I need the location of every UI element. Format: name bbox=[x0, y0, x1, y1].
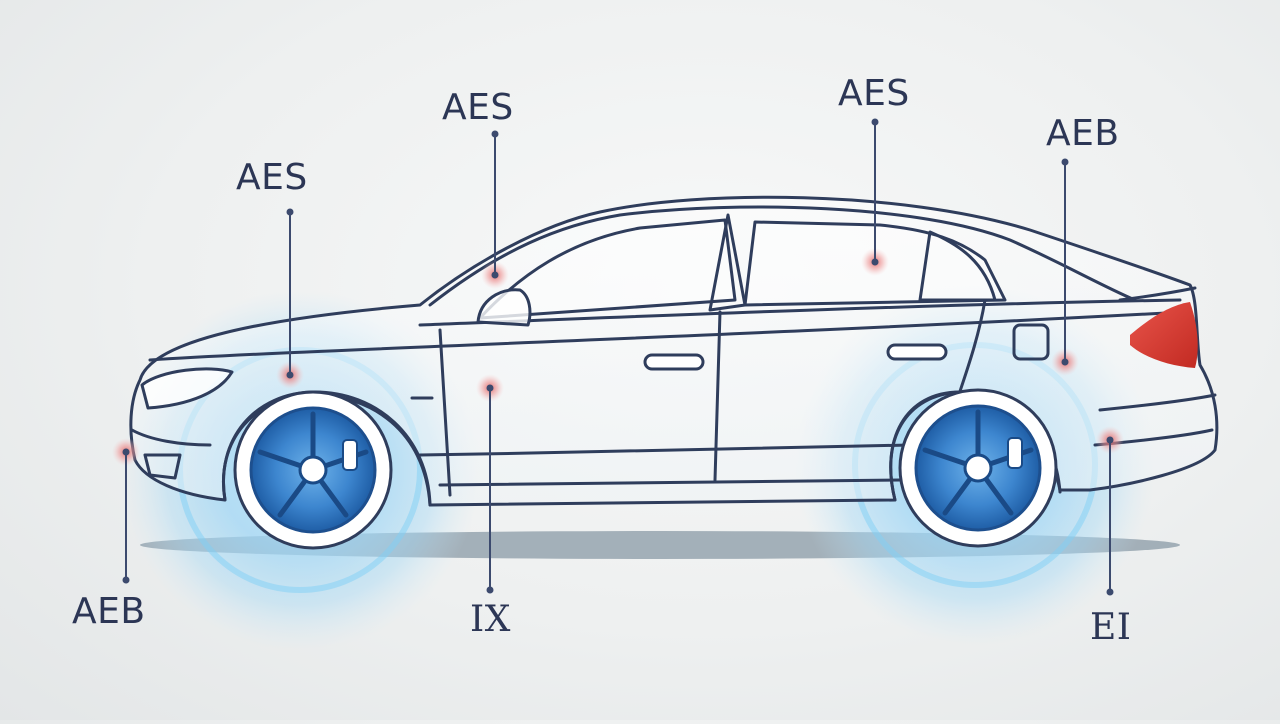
trunk-line bbox=[1118, 286, 1197, 302]
leader-end-dot-side-mirror bbox=[491, 130, 499, 138]
callout-label-front-fender: AES bbox=[236, 157, 308, 198]
front-bumper-shape bbox=[130, 428, 212, 447]
sill-line bbox=[438, 478, 902, 487]
fuel-door-shape bbox=[1012, 323, 1050, 361]
marker-dot-fuel-door bbox=[1061, 358, 1069, 366]
marker-dot-front-fender bbox=[286, 371, 294, 379]
front-wheel bbox=[233, 390, 393, 550]
leader-end-dot-rear-bumper bbox=[1106, 588, 1114, 596]
leader-end-dot-front-door bbox=[486, 586, 494, 594]
shoulder-line bbox=[148, 310, 1187, 362]
side-mirror-shape bbox=[476, 288, 532, 327]
callout-label-rear-bumper: EI bbox=[1090, 607, 1132, 648]
callout-label-front-bumper: AEB bbox=[72, 591, 146, 632]
marker-dot-front-door bbox=[486, 384, 494, 392]
rear-wheel bbox=[898, 388, 1058, 548]
headlight bbox=[140, 367, 234, 410]
door-divider bbox=[713, 310, 722, 482]
leader-end-dot-front-bumper bbox=[122, 576, 130, 584]
b-pillar bbox=[708, 213, 747, 312]
marker-dot-rear-bumper bbox=[1106, 436, 1114, 444]
tail-light bbox=[1130, 302, 1198, 368]
rear-door-handle bbox=[886, 343, 948, 361]
leader-end-dot-fuel-door bbox=[1061, 158, 1069, 166]
leader-end-dot-front-fender bbox=[286, 208, 294, 216]
callout-label-fuel-door: AEB bbox=[1046, 113, 1120, 154]
fog-light bbox=[143, 453, 182, 480]
quarter-window bbox=[918, 230, 997, 302]
rocker-line bbox=[418, 443, 912, 457]
front-door-handle bbox=[643, 353, 705, 371]
marker-dot-rear-window bbox=[871, 258, 879, 266]
marker-dot-side-mirror bbox=[491, 271, 499, 279]
front-door-line bbox=[438, 328, 452, 497]
callout-label-side-mirror: AES bbox=[442, 87, 514, 128]
callout-layer bbox=[112, 118, 1124, 596]
callout-label-rear-window: AES bbox=[838, 73, 910, 114]
marker-dot-front-bumper bbox=[122, 448, 130, 456]
callout-label-front-door: IX bbox=[470, 599, 511, 640]
leader-end-dot-rear-window bbox=[871, 118, 879, 126]
roof-line bbox=[428, 205, 1137, 307]
